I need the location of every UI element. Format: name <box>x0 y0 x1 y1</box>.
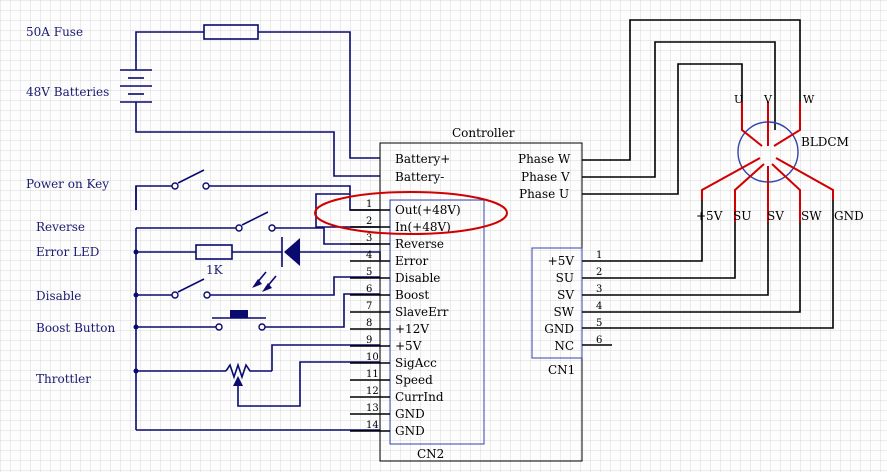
phase-v-pin: Phase V <box>521 170 570 184</box>
sensor-label-gnd: GND <box>834 209 864 223</box>
battery-minus-pin: Battery- <box>395 170 444 184</box>
resistor-icon <box>195 244 233 260</box>
cn1-pin-number: 2 <box>596 267 602 278</box>
phase-w-label: W <box>803 93 815 106</box>
phase-wires <box>582 19 801 195</box>
cn2-pin-number: 14 <box>366 420 379 431</box>
cn2-pin-number: 12 <box>366 386 379 397</box>
sensor-label-sw: SW <box>801 209 822 223</box>
boost-button-label: Boost Button <box>36 321 115 335</box>
battery-circuit <box>120 24 380 177</box>
error-led-circuit: 1K <box>136 237 381 292</box>
sensor-label-su: SU <box>733 209 751 223</box>
cn2-pin-number: 4 <box>366 250 372 261</box>
highlight-ellipse <box>314 191 508 235</box>
power-key-label: Power on Key <box>26 177 109 191</box>
cn1-pin-label: NC <box>554 339 574 353</box>
cn2-pin-number: 13 <box>366 403 379 414</box>
phase-u-pin: Phase U <box>519 187 569 201</box>
fuse-label: 50A Fuse <box>26 25 83 39</box>
cn2-pin-number: 6 <box>366 284 372 295</box>
cn1-pins: 1 +5V 2 SU 3 SV 4 SW 5 GND 6 NC <box>544 250 602 353</box>
cn2-pin-label: SlaveErr <box>395 305 449 319</box>
sensor-wires <box>582 196 834 346</box>
cn2-pin-number: 9 <box>366 335 372 346</box>
error-led-label: Error LED <box>36 245 99 259</box>
cn1-pin-label: SV <box>557 288 574 302</box>
cn1-box <box>531 247 583 359</box>
cn2-pin-label: Error <box>395 254 428 268</box>
cn1-pin-label: +5V <box>548 254 575 268</box>
cn2-pins: 1 Out(+48V) 2 In(+48V) 3 Reverse 4 Error 5 Disabl… <box>350 199 461 438</box>
throttle-circuit <box>136 344 380 431</box>
disable-label: Disable <box>36 289 81 303</box>
bldc-motor: U V W BLDCM +5V SU SV SW GND <box>696 93 864 223</box>
boost-pushbutton <box>136 293 380 331</box>
cn1-pin-number: 4 <box>596 301 602 312</box>
cn2-box <box>389 199 485 445</box>
controller-title: Controller <box>452 126 515 140</box>
batteries-label: 48V Batteries <box>26 85 109 99</box>
cn2-pin-label: +12V <box>395 322 429 336</box>
sensor-label-5v: +5V <box>696 209 723 223</box>
motor-name: BLDCM <box>801 135 849 149</box>
cn2-pin-number: 8 <box>366 318 372 329</box>
cn2-pin-number: 5 <box>366 267 372 278</box>
led-icon <box>252 237 300 292</box>
cn1-pin-number: 5 <box>596 318 602 329</box>
cn2-pin-label: Disable <box>395 271 440 285</box>
cn1-pin-label: SU <box>556 271 574 285</box>
fuse-icon <box>203 24 259 40</box>
phase-w-pin: Phase W <box>518 152 571 166</box>
cn2-pin-label: Reverse <box>395 237 444 251</box>
cn2-label: CN2 <box>417 447 444 461</box>
cn1-pin-number: 3 <box>596 284 602 295</box>
cn2-pin-label: CurrInd <box>395 390 444 404</box>
cn1-pin-number: 1 <box>596 250 602 261</box>
cn1-pin-label: SW <box>553 305 574 319</box>
cn2-pin-label: In(+48V) <box>395 220 451 234</box>
resistor-label: 1K <box>206 263 224 277</box>
cn2-pin-label: Out(+48V) <box>395 203 461 217</box>
cn2-pin-label: GND <box>395 407 425 421</box>
cn2-pin-number: 7 <box>366 301 372 312</box>
cn2-pin-label: +5V <box>395 339 422 353</box>
cn2-pin-number: 11 <box>366 369 379 380</box>
reverse-label: Reverse <box>36 220 85 234</box>
cn1-label: CN1 <box>548 363 575 377</box>
cn2-pin-label: SigAcc <box>395 356 437 370</box>
phase-u-label: U <box>734 93 743 106</box>
cn2-pin-label: Boost <box>395 288 429 302</box>
battery-plus-pin: Battery+ <box>395 152 450 166</box>
cn2-pin-label: Speed <box>395 373 433 387</box>
cn2-pin-number: 3 <box>366 233 372 244</box>
cn2-pin-number: 10 <box>366 352 379 363</box>
phase-v-label: V <box>763 93 773 106</box>
cn1-pin-number: 6 <box>596 335 602 346</box>
battery-icon <box>120 69 152 103</box>
cn2-pin-number: 2 <box>366 216 372 227</box>
cn1-pin-label: GND <box>544 322 574 336</box>
potentiometer-icon <box>225 362 272 380</box>
disable-switch <box>136 276 380 299</box>
sensor-label-sv: SV <box>767 209 784 223</box>
cn2-pin-number: 1 <box>366 199 372 210</box>
cn2-pin-label: GND <box>395 424 425 438</box>
throttler-label: Throttler <box>36 372 91 386</box>
